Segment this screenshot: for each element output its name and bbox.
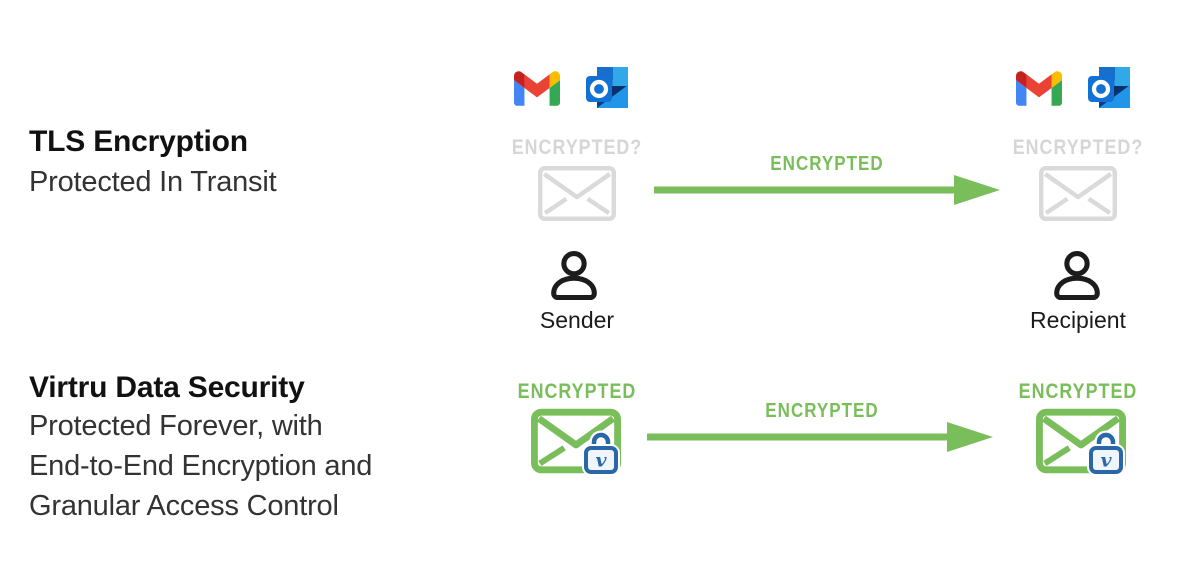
virtru-subtitle-line-1: Protected Forever, with — [29, 410, 323, 442]
tls-row-title: TLS Encryption — [29, 125, 248, 158]
virtru-row-subtitle: Protected Forever, with End-to-End Encry… — [29, 406, 372, 526]
envelope-icon — [1039, 166, 1117, 226]
arrow-right-icon — [652, 172, 1002, 213]
person-icon — [1048, 246, 1106, 311]
envelope-icon — [538, 166, 616, 226]
virtru-sender-status: ENCRYPTED — [517, 380, 637, 403]
sender-label: Sender — [539, 307, 615, 333]
outlook-icon — [1084, 64, 1136, 117]
tls-sender-status: ENCRYPTED? — [511, 136, 643, 159]
virtru-subtitle-line-2: End-to-End Encryption and — [29, 450, 373, 482]
virtru-subtitle-line-3: Granular Access Control — [29, 490, 339, 522]
tls-arrow-label: ENCRYPTED — [770, 153, 884, 175]
tls-row-subtitle: Protected In Transit — [29, 166, 277, 198]
virtru-recipient-status: ENCRYPTED — [1018, 380, 1138, 403]
virtru-row-title: Virtru Data Security — [29, 371, 305, 404]
outlook-icon — [582, 64, 634, 117]
arrow-right-icon — [645, 419, 995, 460]
lock-glyph: v — [1100, 450, 1112, 472]
lock-glyph: v — [595, 450, 607, 472]
virtru-arrow-label: ENCRYPTED — [765, 400, 879, 422]
gmail-icon — [1016, 71, 1062, 111]
recipient-label: Recipient — [1030, 307, 1126, 333]
person-icon — [545, 246, 603, 311]
lock-icon: v — [1087, 428, 1125, 481]
tls-recipient-status: ENCRYPTED? — [1012, 136, 1144, 159]
lock-icon: v — [582, 428, 620, 481]
gmail-icon — [514, 71, 560, 111]
